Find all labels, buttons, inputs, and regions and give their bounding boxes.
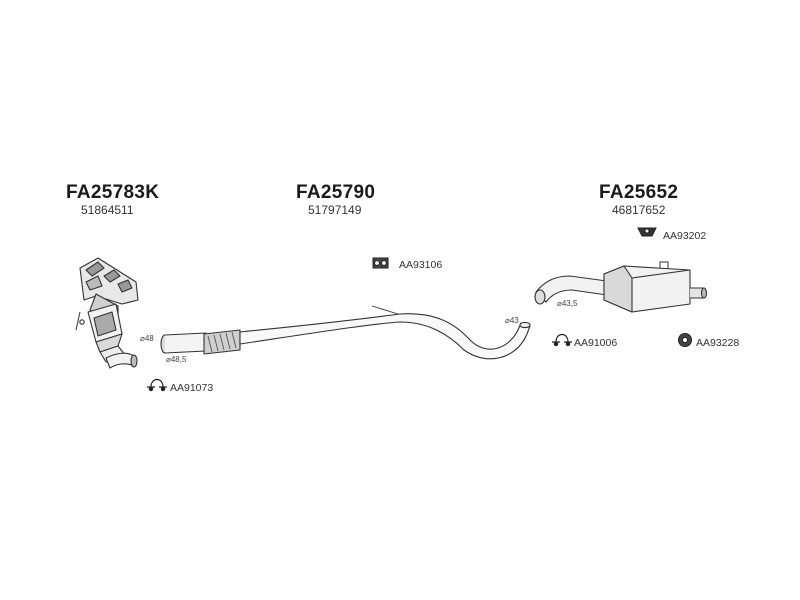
clamp-icon-aa91073 (147, 378, 167, 392)
accessory-label-aa93228: AA93228 (696, 337, 740, 349)
rubber-mount-icon-aa93228 (678, 333, 692, 347)
accessory-label-aa91073: AA91073 (170, 382, 214, 394)
accessory-label-aa93202: AA93202 (663, 230, 707, 242)
oem-number-rear-silencer: 46817652 (612, 203, 666, 217)
diameter-label-48-5: ⌀48,5 (166, 355, 187, 364)
diameter-label-43-5: ⌀43,5 (557, 299, 578, 308)
catalytic-manifold-part (75, 257, 139, 369)
oem-number-middle-pipe: 51797149 (308, 203, 362, 217)
rubber-hanger-icon-aa93202 (637, 227, 657, 237)
rubber-mount-icon-aa93106 (372, 257, 389, 269)
part-code-rear-silencer: FA25652 (599, 182, 679, 203)
clamp-icon-aa91006 (552, 333, 572, 347)
oem-number-catalytic-manifold: 51864511 (81, 203, 134, 217)
accessory-label-aa91006: AA91006 (574, 337, 618, 349)
diameter-label-43: ⌀43 (505, 316, 519, 325)
accessory-label-aa93106: AA93106 (399, 259, 443, 271)
part-code-middle-pipe: FA25790 (296, 182, 376, 203)
part-code-catalytic-manifold: FA25783K (66, 182, 160, 203)
middle-pipe-part (160, 305, 531, 360)
diameter-label-48: ⌀48 (140, 334, 154, 343)
rear-silencer-part (534, 261, 708, 313)
